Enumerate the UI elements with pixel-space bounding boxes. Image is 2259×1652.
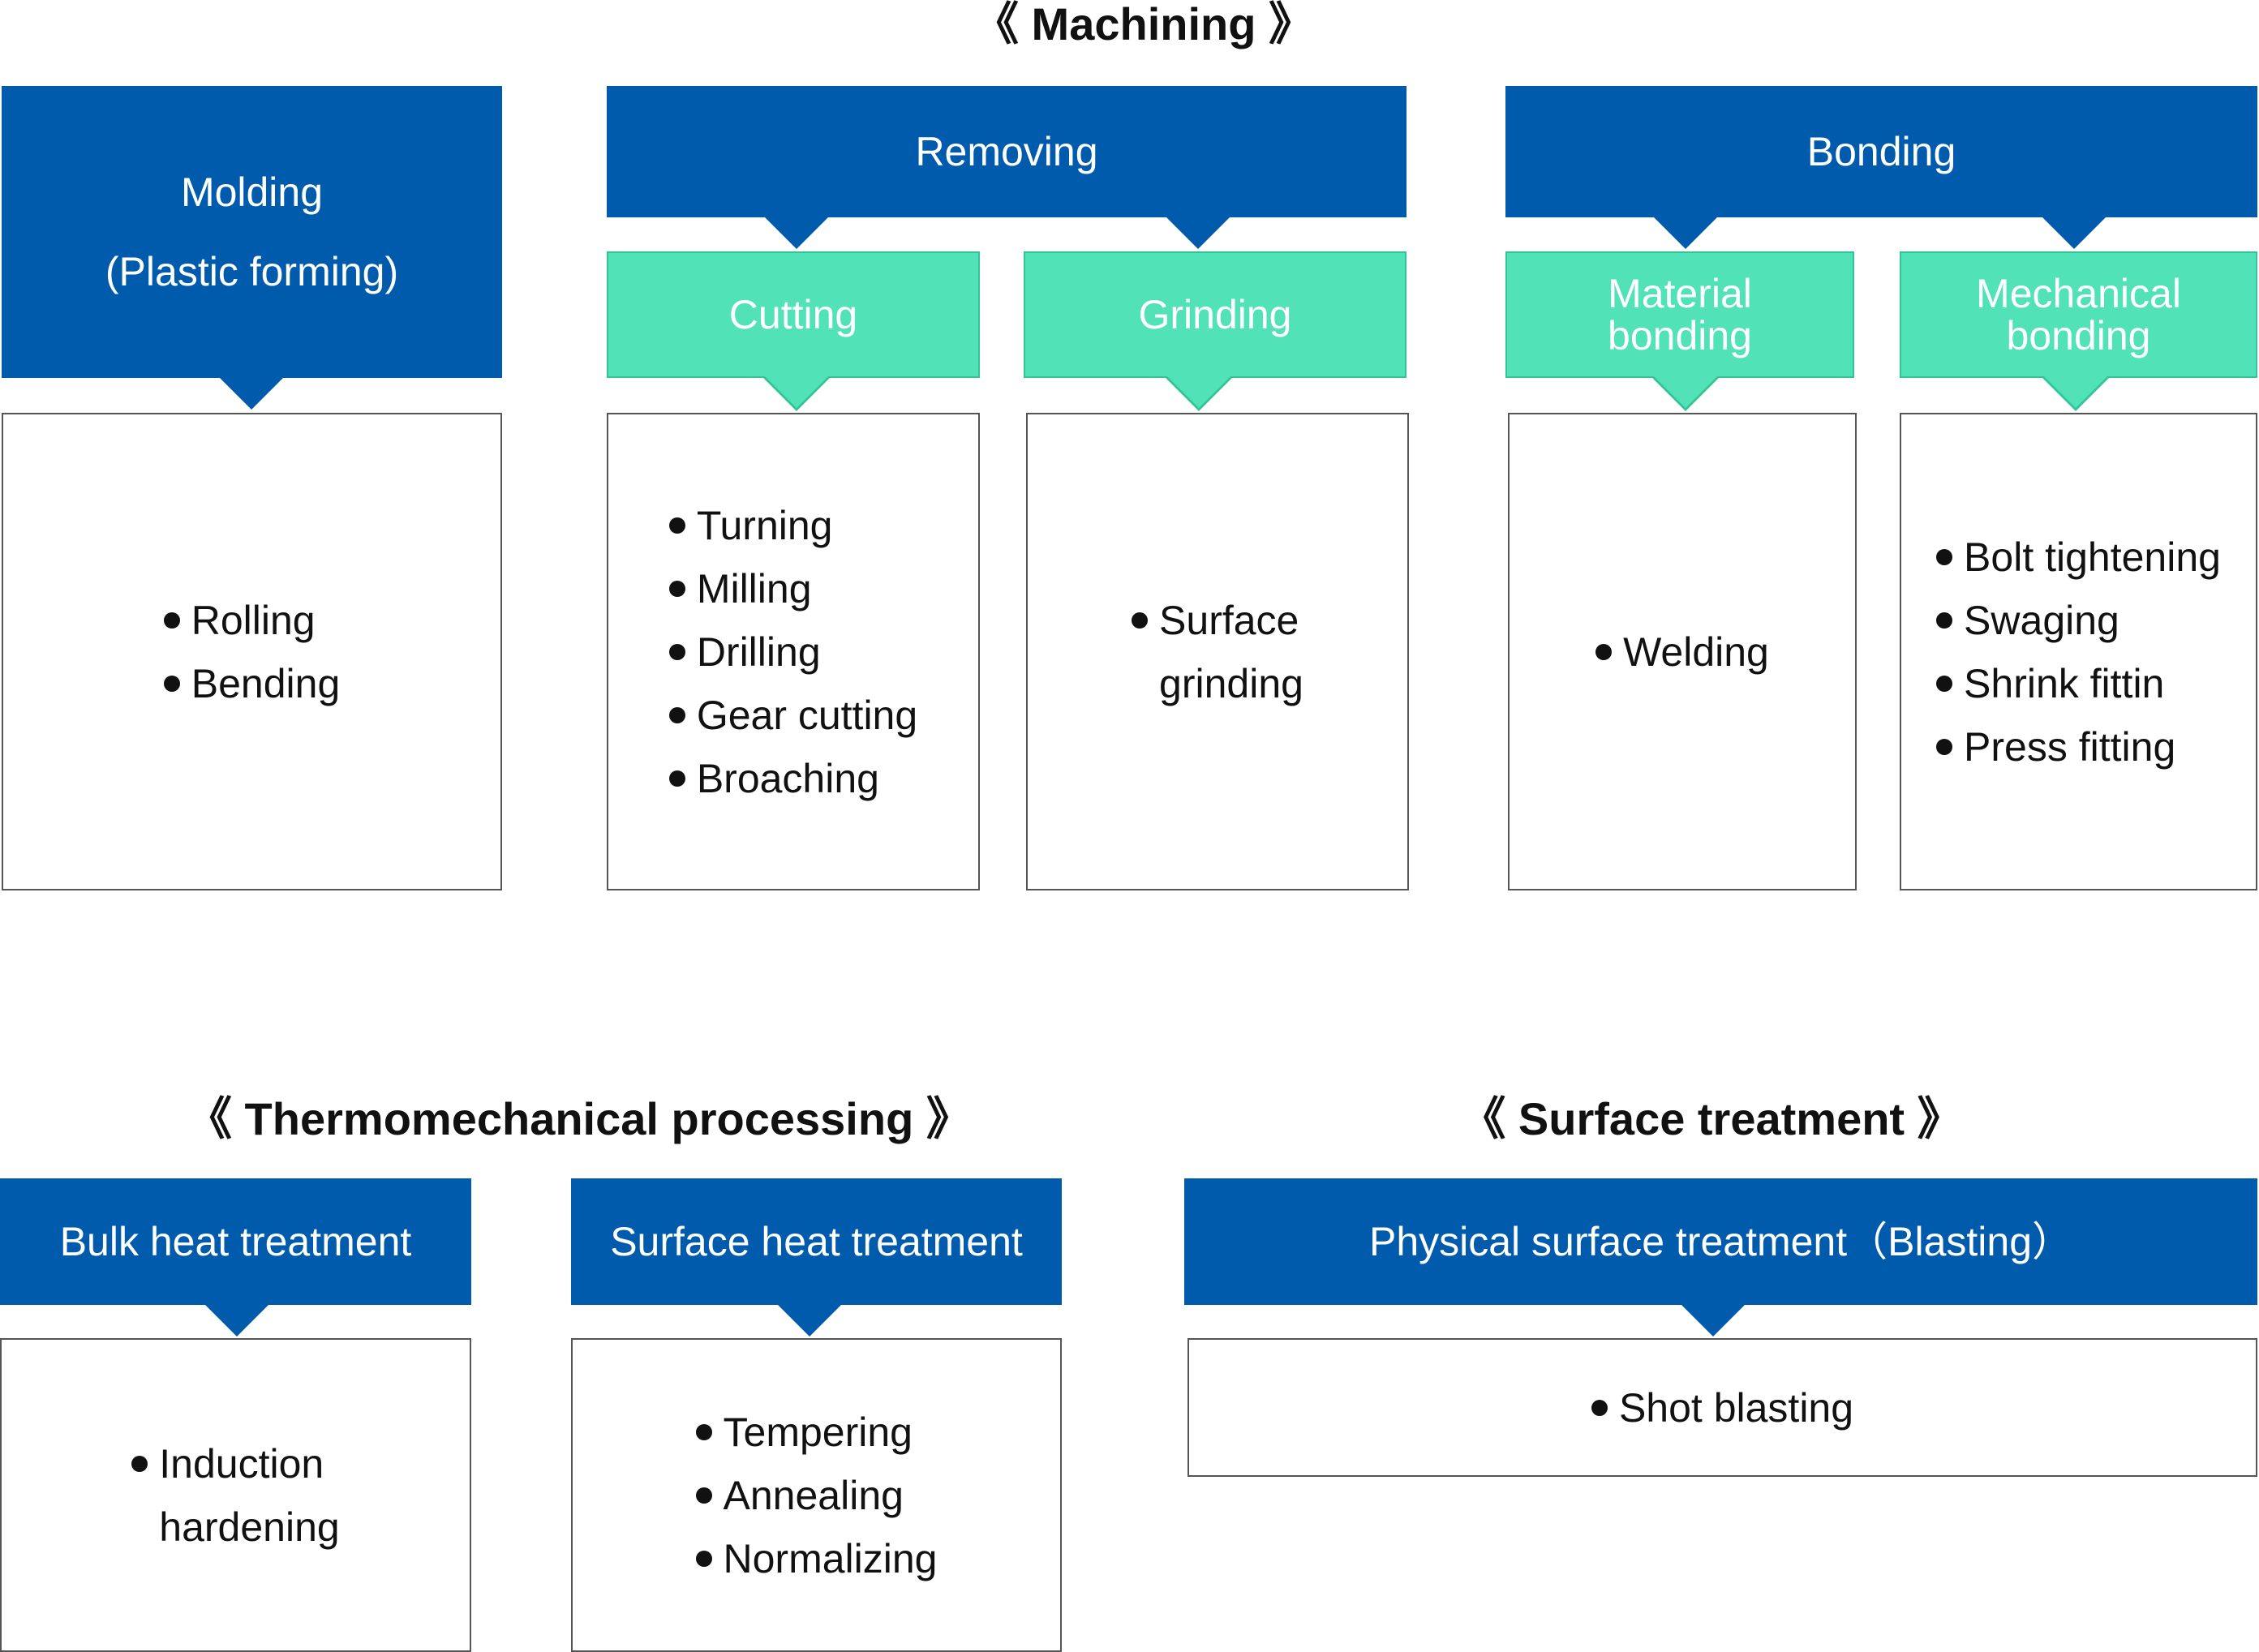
bulk-heat-arrow (204, 1304, 269, 1337)
grinding-item-line2: grinding (1159, 660, 1303, 706)
list-item: Milling (668, 557, 917, 620)
machining-title: 《 Machining 》 (973, 0, 1314, 49)
mechanical-bonding-box: Bolt tightening Swaging Shrink fittin Pr… (1900, 413, 2257, 890)
physical-surface-header: Physical surface treatment（Blasting） (1184, 1178, 2257, 1305)
mechanical-bonding-list: Bolt tightening Swaging Shrink fittin Pr… (1936, 526, 2221, 779)
surface-heat-arrow (777, 1304, 842, 1337)
list-item: Shot blasting (1591, 1376, 1853, 1440)
list-item: Annealing (695, 1464, 938, 1527)
list-item: Shrink fittin (1936, 652, 2221, 715)
mechanical-bonding-label-line2: bonding (2006, 313, 2151, 358)
removing-arrow-cutting (764, 217, 829, 249)
molding-box: Rolling Bending (2, 413, 502, 890)
grinding-header: Grinding (1024, 251, 1407, 378)
removing-header: Removing (607, 86, 1407, 217)
molding-header: Molding (Plastic forming) (2, 86, 502, 378)
surface-heat-list: Tempering Annealing Normalizing (695, 1401, 938, 1590)
list-item: Drilling (668, 620, 917, 684)
bonding-arrow-mechanical (2042, 217, 2107, 249)
bulk-heat-item-line1: Induction (159, 1440, 324, 1487)
removing-arrow-grinding (1166, 217, 1230, 249)
physical-surface-box: Shot blasting (1187, 1338, 2257, 1477)
grinding-arrow (1167, 376, 1230, 408)
list-item: Gear cutting (668, 684, 917, 747)
surface-heat-header: Surface heat treatment (571, 1178, 1062, 1305)
cutting-box: Turning Milling Drilling Gear cutting Br… (607, 413, 980, 890)
molding-arrow (219, 377, 284, 410)
cutting-header: Cutting (607, 251, 980, 378)
material-bonding-header: Material bonding (1505, 251, 1854, 378)
molding-label-line1: Molding (180, 169, 324, 215)
list-item: Bolt tightening (1936, 526, 2221, 589)
material-bonding-arrow (1654, 376, 1717, 408)
material-bonding-box: Welding (1508, 413, 1857, 890)
surface-title: 《 Surface treatment 》 (1460, 1093, 1963, 1144)
thermo-title: 《 Thermomechanical processing 》 (187, 1093, 972, 1144)
physical-surface-list: Shot blasting (1591, 1376, 1853, 1440)
bonding-header: Bonding (1505, 86, 2257, 217)
bonding-arrow-material (1653, 217, 1718, 249)
molding-label-line2: (Plastic forming) (105, 249, 399, 294)
cutting-arrow (765, 376, 828, 408)
mechanical-bonding-arrow (2044, 376, 2107, 408)
grinding-list: Surface grinding (1132, 589, 1303, 715)
list-item: Normalizing (695, 1527, 937, 1590)
list-item: Press fitting (1936, 715, 2221, 779)
bulk-heat-item-line2: hardening (159, 1504, 340, 1550)
surface-heat-box: Tempering Annealing Normalizing (571, 1338, 1062, 1652)
material-bonding-list: Welding (1595, 620, 1769, 684)
cutting-list: Turning Milling Drilling Gear cutting Br… (668, 494, 917, 810)
grinding-item-line1: Surface (1159, 597, 1299, 643)
list-item: Turning (668, 494, 917, 557)
list-item: Broaching (668, 747, 917, 810)
list-item: Bending (163, 652, 340, 715)
mechanical-bonding-label-line1: Mechanical (1976, 270, 2181, 316)
material-bonding-label-line2: bonding (1608, 313, 1752, 358)
bulk-heat-box: Induction hardening (0, 1338, 471, 1652)
list-item: Swaging (1936, 589, 2221, 652)
mechanical-bonding-header: Mechanical bonding (1900, 251, 2257, 378)
list-item: Surface grinding (1132, 589, 1303, 715)
bulk-heat-list: Induction hardening (131, 1432, 340, 1559)
list-item: Welding (1595, 620, 1769, 684)
bulk-heat-header: Bulk heat treatment (0, 1178, 471, 1305)
list-item: Tempering (695, 1401, 938, 1464)
list-item: Rolling (163, 589, 341, 652)
material-bonding-label-line1: Material (1608, 270, 1752, 316)
grinding-box: Surface grinding (1026, 413, 1409, 890)
list-item: Induction hardening (131, 1432, 340, 1559)
physical-surface-arrow (1681, 1304, 1746, 1337)
molding-list: Rolling Bending (163, 589, 341, 715)
